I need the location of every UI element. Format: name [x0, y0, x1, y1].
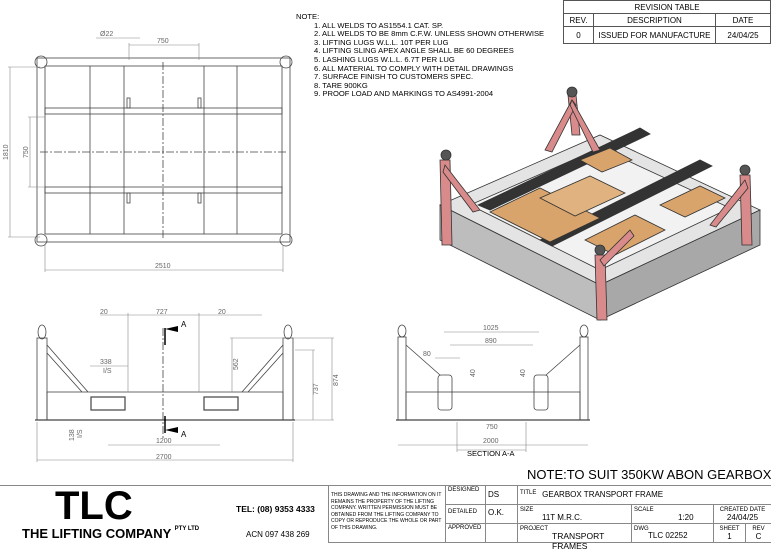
- date-header: DATE: [715, 13, 771, 27]
- description-header: DESCRIPTION: [593, 13, 716, 27]
- note-item: 2. ALL WELDS TO BE 8mm C.F.W. UNLESS SHO…: [314, 29, 545, 39]
- note-item: 6. ALL MATERIAL TO COMPLY WITH DETAIL DR…: [314, 63, 514, 73]
- sheet-value: 1: [727, 532, 732, 541]
- project-label: PROJECT: [520, 526, 549, 532]
- disclaimer: THIS DRAWING AND THE INFORMATION ON IT R…: [328, 486, 445, 543]
- acn: ACN 097 438 269: [246, 530, 310, 539]
- main-note: NOTE:TO SUIT 350KW ABON GEARBOX: [527, 467, 771, 482]
- rev-label: REV: [752, 526, 765, 532]
- dim-2000: 2000: [483, 438, 499, 445]
- dim-890: 890: [485, 338, 497, 345]
- logo: TLC: [55, 484, 133, 528]
- dim-138-note: I/S: [77, 429, 84, 438]
- size-label: SIZE: [520, 507, 534, 513]
- rev-cell-block: REV C: [745, 524, 771, 543]
- dwg-value: TLC 02252: [648, 531, 688, 540]
- dim-874: 874: [333, 374, 340, 386]
- designed-value: DS: [485, 486, 517, 505]
- dim-2700: 2700: [156, 454, 172, 461]
- note-item: 7. SURFACE FINISH TO CUSTOMERS SPEC.: [314, 72, 474, 82]
- detailed-label: DETAILED: [445, 505, 485, 524]
- note-item: 5. LASHING LUGS W.L.L. 6.7T PER LUG: [314, 54, 455, 64]
- company-name: THE LIFTING COMPANY PTY LTD: [22, 526, 199, 541]
- general-notes: NOTE: 1. ALL WELDS TO AS1554.1 CAT. SP. …: [296, 12, 545, 99]
- sheet-cell: SHEET 1: [713, 524, 745, 543]
- dim-40-right: 40: [520, 369, 527, 377]
- isometric-view: [439, 86, 761, 321]
- note-item: 9. PROOF LOAD AND MARKINGS TO AS4991-200…: [314, 89, 494, 99]
- side-view: 20 727 20 338 I/S 562 737 874 138 I/S 12…: [35, 309, 340, 462]
- designed-label: DESIGNED: [445, 486, 485, 505]
- project-value: TRANSPORT FRAMES: [552, 531, 605, 551]
- dim-737: 737: [313, 383, 320, 395]
- dim-338: 338: [100, 359, 112, 366]
- dim-750: 750: [486, 424, 498, 431]
- section-title: SECTION A-A: [467, 449, 515, 458]
- note-item: 3. LIFTING LUGS W.L.L. 10T PER LUG: [314, 37, 449, 47]
- sheet-label: SHEET: [719, 526, 740, 532]
- scale-label: SCALE: [634, 507, 654, 513]
- revision-table: REVISION TABLE REV. DESCRIPTION DATE 0 I…: [563, 0, 771, 44]
- created-label: CREATED DATE: [719, 507, 766, 513]
- date-cell: 24/04/25: [715, 26, 771, 44]
- scale-value: 1:20: [678, 513, 694, 522]
- project-cell: PROJECT TRANSPORT FRAMES: [517, 524, 631, 551]
- note-item: 1. ALL WELDS TO AS1554.1 CAT. SP.: [314, 20, 444, 30]
- revision-table-title: REVISION TABLE: [563, 0, 771, 14]
- description-cell: ISSUED FOR MANUFACTURE: [593, 26, 716, 44]
- note-item: 8. TARE 900KG: [314, 80, 368, 90]
- dim-562: 562: [233, 358, 240, 370]
- dim-beam-spacing: 750: [23, 146, 30, 158]
- plan-view: Ø22 750 1810 750 2510: [3, 31, 293, 272]
- dim-20-right: 20: [218, 309, 226, 316]
- dim-1200: 1200: [156, 438, 172, 445]
- approved-value: [485, 524, 517, 543]
- size-cell: SIZE 11T M.R.C.: [517, 505, 631, 524]
- dim-138: 138: [69, 429, 76, 441]
- detailed-value: O.K.: [485, 505, 517, 524]
- approved-label: APPROVED: [445, 524, 485, 543]
- dim-hole: Ø22: [100, 31, 113, 38]
- title-cell: TITLE GEARBOX TRANSPORT FRAME: [517, 486, 771, 505]
- notes-heading: NOTE:: [296, 12, 320, 21]
- section-mark-top: A: [181, 320, 187, 329]
- company-suffix: PTY LTD: [174, 526, 200, 532]
- dim-20-left: 20: [100, 309, 108, 316]
- drawing-title: GEARBOX TRANSPORT FRAME: [542, 490, 664, 499]
- telephone: TEL: (08) 9353 4333: [236, 504, 315, 514]
- rev-header: REV.: [563, 13, 594, 27]
- dim-1025: 1025: [483, 325, 499, 332]
- title-block: TLC THE LIFTING COMPANY PTY LTD TEL: (08…: [0, 484, 771, 551]
- drawing-sheet: Ø22 750 1810 750 2510 20 727 20 338 I/S …: [3, 31, 761, 462]
- scale-cell: SCALE 1:20: [631, 505, 713, 524]
- dim-727: 727: [156, 309, 168, 316]
- section-view: 1025 890 80 40 40 750 2000 SECTION A-A: [396, 324, 590, 458]
- dim-40-left: 40: [470, 369, 477, 377]
- rev-value: C: [755, 532, 762, 541]
- dwg-label: DWG: [634, 526, 649, 532]
- rev-cell: 0: [563, 26, 594, 44]
- dim-overall-length: 2510: [155, 263, 171, 270]
- dim-overall-width: 1810: [3, 144, 10, 160]
- company-name-text: THE LIFTING COMPANY: [22, 526, 172, 541]
- size-value: 11T M.R.C.: [542, 513, 583, 522]
- dim-lug-spacing: 750: [157, 38, 169, 45]
- note-item: 4. LIFTING SLING APEX ANGLE SHALL BE 60 …: [314, 46, 514, 56]
- section-mark-bottom: A: [181, 430, 187, 439]
- dim-80: 80: [423, 351, 431, 358]
- dim-338-note: I/S: [103, 368, 112, 375]
- created-cell: CREATED DATE 24/04/25: [713, 505, 771, 524]
- dwg-cell: DWG TLC 02252: [631, 524, 713, 543]
- title-label: TITLE: [520, 490, 537, 496]
- created-value: 24/04/25: [726, 513, 759, 522]
